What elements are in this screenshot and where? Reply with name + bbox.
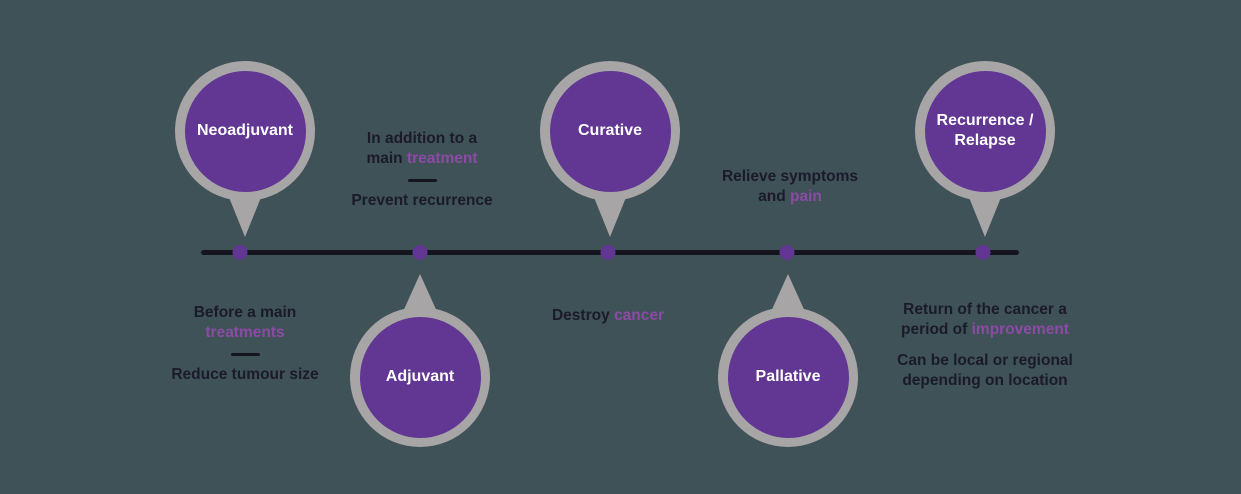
desc-accent-text: cancer: [614, 307, 664, 324]
curative-timeline-dot: [600, 245, 616, 260]
desc-text: Return of the cancer a: [903, 301, 1067, 318]
desc-line: depending on location: [870, 371, 1100, 391]
desc-line: Destroy cancer: [508, 306, 708, 326]
desc-text: Before a main: [193, 304, 297, 321]
curative-circle: Curative: [540, 61, 680, 201]
desc-text: Destroy: [551, 307, 615, 324]
curative-label: Curative: [549, 70, 671, 192]
adjuvant-timeline-dot: [412, 245, 428, 260]
desc-line: Reduce tumour size: [145, 365, 345, 385]
desc-accent-text: treatments: [205, 324, 285, 342]
neoadjuvant-label: Neoadjuvant: [184, 70, 306, 192]
desc-line: Can be local or regional: [870, 351, 1100, 371]
desc-text: Reduce tumour size: [171, 365, 319, 383]
desc-line: treatments: [145, 323, 345, 343]
adjuvant-description: In addition to a main treatment Prevent …: [322, 129, 522, 211]
desc-text: Can be local or regional: [897, 351, 1073, 369]
desc-text: Prevent recurrence: [351, 191, 493, 209]
recurrence-timeline-dot: [975, 245, 991, 260]
pallative-description: Relieve symptoms and pain: [690, 167, 890, 208]
pallative-label: Pallative: [727, 316, 849, 438]
adjuvant-label: Adjuvant: [359, 316, 481, 438]
desc-line: Before a main: [145, 303, 345, 323]
adjuvant-circle: Adjuvant: [350, 307, 490, 447]
desc-line: Return of the cancer a: [870, 300, 1100, 320]
desc-text: period of: [901, 321, 972, 339]
recurrence-label-line2: Relapse: [954, 132, 1016, 149]
desc-line: Relieve symptoms: [690, 167, 890, 187]
pallative-circle: Pallative: [718, 307, 858, 447]
divider: [230, 352, 260, 356]
desc-text: In addition to a: [366, 130, 478, 147]
desc-accent-text: treatment: [406, 150, 478, 168]
recurrence-label: Recurrence / Relapse: [924, 70, 1046, 192]
divider: [407, 178, 437, 182]
desc-line: In addition to a: [322, 129, 522, 149]
recurrence-circle: Recurrence / Relapse: [915, 61, 1055, 201]
curative-description: Destroy cancer: [508, 306, 708, 326]
desc-accent-text: improvement: [971, 321, 1069, 339]
desc-line: main treatment: [322, 149, 522, 169]
desc-text: Relieve symptoms: [721, 168, 859, 185]
desc-text: main: [366, 150, 407, 168]
desc-line: and pain: [690, 187, 890, 207]
desc-line: Prevent recurrence: [322, 191, 522, 211]
desc-text: and: [758, 188, 790, 206]
desc-text: depending on location: [902, 372, 1068, 390]
recurrence-label-line1: Recurrence /: [936, 112, 1034, 129]
neoadjuvant-timeline-dot: [232, 245, 248, 260]
neoadjuvant-description: Before a main treatments Reduce tumour s…: [145, 303, 345, 385]
pallative-timeline-dot: [779, 245, 795, 260]
recurrence-description: Return of the cancer a period of improve…: [870, 300, 1100, 392]
desc-accent-text: pain: [790, 188, 822, 206]
desc-line: period of improvement: [870, 320, 1100, 340]
neoadjuvant-circle: Neoadjuvant: [175, 61, 315, 201]
